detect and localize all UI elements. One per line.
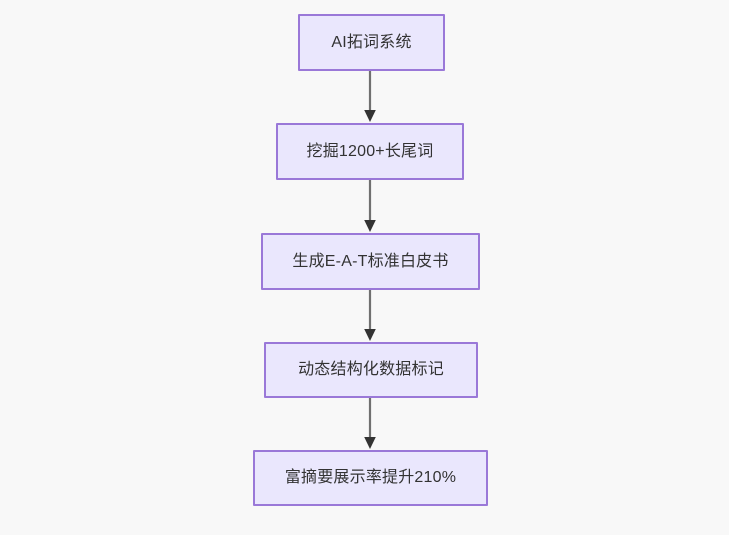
flow-node-ai-keyword-system[interactable]: AI拓词系统 xyxy=(298,14,445,71)
edge-node-3-to-node-4 xyxy=(364,290,376,341)
flow-node-label: AI拓词系统 xyxy=(331,33,412,51)
edge-node-2-to-node-3 xyxy=(364,180,376,232)
flow-node-dynamic-structured-data-markup[interactable]: 动态结构化数据标记 xyxy=(264,342,478,398)
edge-node-4-to-node-5 xyxy=(364,398,376,449)
flow-node-mine-longtail-keywords[interactable]: 挖掘1200+长尾词 xyxy=(276,123,464,180)
edge-node-1-to-node-2 xyxy=(364,71,376,122)
flow-node-generate-eat-whitepaper[interactable]: 生成E-A-T标准白皮书 xyxy=(261,233,480,290)
flow-node-label: 富摘要展示率提升210% xyxy=(284,469,457,486)
flow-node-label: 动态结构化数据标记 xyxy=(298,361,444,378)
flow-node-label: 挖掘1200+长尾词 xyxy=(306,142,434,160)
flow-node-label: 生成E-A-T标准白皮书 xyxy=(292,252,449,270)
flow-node-rich-snippet-impression-uplift[interactable]: 富摘要展示率提升210% xyxy=(253,450,488,506)
